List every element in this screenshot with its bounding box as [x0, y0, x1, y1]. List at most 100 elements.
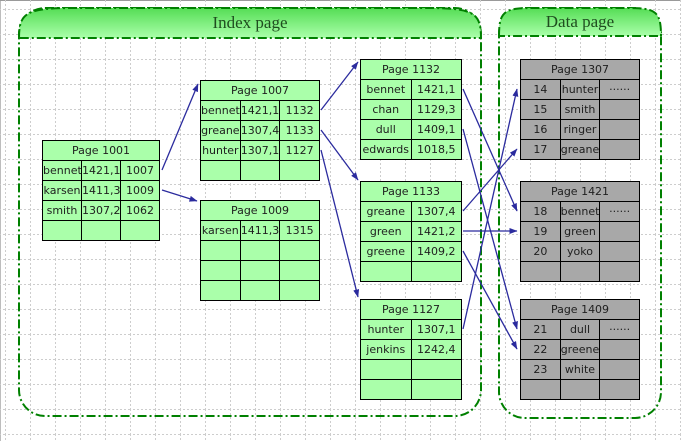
- page-table-1009-cell-r1-c2: [279, 240, 320, 261]
- page-table-1009-cell-r3-c1: [239, 280, 281, 301]
- page-table-1307-cell-r3-c1: greane: [559, 139, 601, 160]
- page-table-1001-cell-r3-c1: [81, 220, 121, 241]
- page-table-1421-title: Page 1421: [520, 181, 640, 202]
- page-table-1009-cell-r2-c1: [239, 260, 281, 281]
- page-table-1133-title: Page 1133: [360, 181, 462, 202]
- page-table-1009-cell-r2-c0: [200, 260, 241, 281]
- page-table-1007-title: Page 1007: [200, 80, 320, 101]
- page-table-1001-cell-r0-c2: 1007: [120, 160, 160, 181]
- page-table-1132-cell-r1-c1: 1129,3: [410, 99, 462, 120]
- page-table-1133-cell-r1-c1: 1421,2: [410, 221, 462, 242]
- page-table-1409-cell-r1-c1: greene: [559, 339, 601, 360]
- page-table-1421-cell-r1-c1: green: [559, 221, 601, 242]
- page-table-1009-cell-r3-c2: [279, 280, 320, 301]
- page-table-1009-cell-r3-c0: [200, 280, 241, 301]
- data-page-title: Data page: [545, 12, 615, 31]
- data-page-banner: [497, 7, 663, 37]
- page-table-1007-cell-r1-c1: 1307,4: [239, 120, 281, 141]
- page-table-1009-cell-r0-c0: karsen: [200, 220, 241, 241]
- page-table-1001-cell-r1-c2: 1009: [120, 180, 160, 201]
- page-table-1409-cell-r0-c0: 21: [520, 319, 561, 340]
- page-table-1132-cell-r2-c1: 1409,1: [410, 119, 462, 140]
- page-table-1007-cell-r3-c0: [200, 160, 241, 181]
- page-table-1409-title: Page 1409: [520, 299, 640, 320]
- page-table-1132-cell-r0-c1: 1421,1: [410, 79, 462, 100]
- page-table-1132-cell-r2-c0: dull: [360, 119, 412, 140]
- page-table-1409-cell-r1-c0: 22: [520, 339, 561, 360]
- page-table-1133-cell-r2-c1: 1409,2: [410, 241, 462, 262]
- page-table-1127-cell-r0-c0: hunter: [360, 319, 412, 340]
- page-table-1007-cell-r0-c0: bennet: [200, 100, 241, 121]
- page-table-1409-cell-r3-c0: [520, 379, 561, 400]
- page-table-1009-cell-r2-c2: [279, 260, 320, 281]
- page-table-1001-cell-r2-c0: smith: [42, 200, 82, 221]
- page-table-1421-cell-r2-c0: 20: [520, 241, 561, 262]
- page-table-1009-cell-r0-c1: 1411,3: [239, 220, 281, 241]
- page-table-1007-cell-r3-c1: [239, 160, 281, 181]
- page-table-1127-title: Page 1127: [360, 299, 462, 320]
- page-table-1127-cell-r3-c0: [360, 379, 412, 400]
- page-table-1001-title: Page 1001: [42, 140, 160, 161]
- page-table-1127-cell-r0-c1: 1307,1: [410, 319, 462, 340]
- page-table-1007-cell-r0-c1: 1421,1: [239, 100, 281, 121]
- page-table-1132-cell-r3-c0: edwards: [360, 139, 412, 160]
- page-table-1132-cell-r3-c1: 1018,5: [410, 139, 462, 160]
- page-table-1132-cell-r1-c0: chan: [360, 99, 412, 120]
- index-page-title: Index page: [212, 13, 288, 32]
- page-table-1001-cell-r3-c2: [120, 220, 160, 241]
- page-table-1307-cell-r3-c2: [599, 139, 640, 160]
- page-table-1307-cell-r2-c2: [599, 119, 640, 140]
- page-table-1001-cell-r2-c2: 1062: [120, 200, 160, 221]
- index-page-banner: [17, 7, 483, 39]
- page-table-1409-cell-r0-c2: ······: [599, 319, 640, 340]
- page-table-1409-cell-r0-c1: dull: [559, 319, 601, 340]
- page-table-1307-cell-r0-c0: 14: [520, 79, 561, 100]
- page-table-1307-cell-r2-c1: ringer: [559, 119, 601, 140]
- page-table-1127-cell-r2-c0: [360, 359, 412, 380]
- page-table-1001-cell-r3-c0: [42, 220, 82, 241]
- page-table-1421-cell-r0-c2: ······: [599, 201, 640, 222]
- page-table-1307-cell-r0-c2: ······: [599, 79, 640, 100]
- page-table-1421-cell-r0-c0: 18: [520, 201, 561, 222]
- page-table-1409-cell-r3-c2: [599, 379, 640, 400]
- page-table-1007-cell-r3-c2: [279, 160, 320, 181]
- page-table-1421-cell-r2-c2: [599, 241, 640, 262]
- page-table-1421-cell-r3-c1: [559, 261, 601, 282]
- page-table-1307-cell-r1-c2: [599, 99, 640, 120]
- page-table-1421-cell-r1-c0: 19: [520, 221, 561, 242]
- page-table-1307-title: Page 1307: [520, 59, 640, 80]
- page-table-1421-cell-r0-c1: bennet: [559, 201, 601, 222]
- page-table-1009-cell-r1-c0: [200, 240, 241, 261]
- page-table-1409-cell-r2-c1: white: [559, 359, 601, 380]
- page-table-1001-cell-r0-c0: bennet: [42, 160, 82, 181]
- page-table-1007-cell-r2-c0: hunter: [200, 140, 241, 161]
- page-table-1409-cell-r3-c1: [559, 379, 601, 400]
- page-table-1409-cell-r2-c2: [599, 359, 640, 380]
- page-table-1421-cell-r3-c0: [520, 261, 561, 282]
- page-table-1009-cell-r0-c2: 1315: [279, 220, 320, 241]
- page-table-1307-cell-r1-c1: smith: [559, 99, 601, 120]
- page-table-1007-cell-r1-c0: greane: [200, 120, 241, 141]
- page-table-1421-cell-r1-c2: [599, 221, 640, 242]
- page-table-1007-cell-r2-c1: 1307,1: [239, 140, 281, 161]
- page-table-1132-cell-r0-c0: bennet: [360, 79, 412, 100]
- page-table-1409-cell-r2-c0: 23: [520, 359, 561, 380]
- page-table-1132-title: Page 1132: [360, 59, 462, 80]
- page-table-1127-cell-r2-c1: [410, 359, 462, 380]
- page-table-1007-cell-r1-c2: 1133: [279, 120, 320, 141]
- page-table-1001-cell-r2-c1: 1307,2: [81, 200, 121, 221]
- page-table-1307-cell-r1-c0: 15: [520, 99, 561, 120]
- page-table-1127-cell-r1-c1: 1242,4: [410, 339, 462, 360]
- page-table-1007-cell-r0-c2: 1132: [279, 100, 320, 121]
- page-table-1409-cell-r1-c2: [599, 339, 640, 360]
- page-table-1001-cell-r0-c1: 1421,1: [81, 160, 121, 181]
